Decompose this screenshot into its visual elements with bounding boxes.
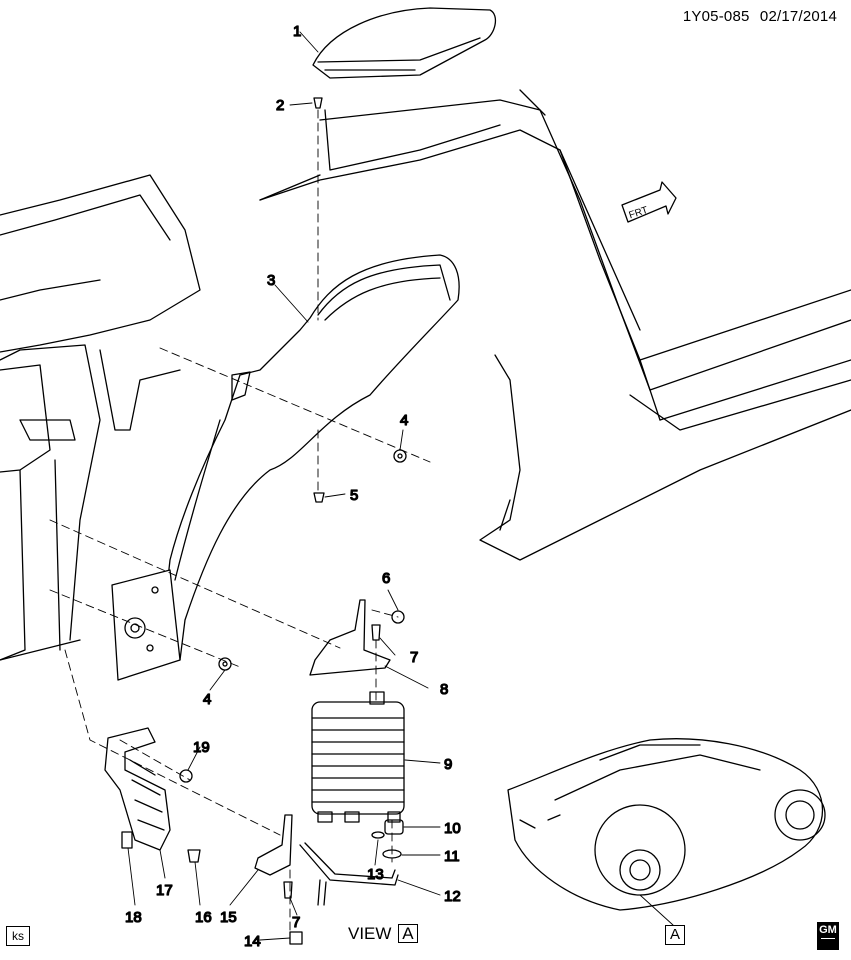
callout-12: 12	[444, 888, 461, 905]
part-5-clip	[313, 492, 325, 503]
part-2-clip	[313, 97, 323, 109]
part-6-nut	[391, 610, 405, 624]
part-7-bolt-lower	[283, 881, 293, 899]
part-3-air-duct	[159, 254, 460, 661]
brand-logo: GM	[817, 922, 839, 950]
callout-3: 3	[267, 272, 275, 289]
brand-text: GM	[819, 924, 837, 936]
callout-11: 11	[444, 848, 460, 865]
view-label-text: VIEW	[348, 924, 392, 943]
front-direction-arrow: FRT	[621, 181, 677, 223]
callout-1: 1	[293, 23, 301, 40]
drawing-date: 02/17/2014	[759, 8, 837, 25]
callout-9: 9	[444, 756, 452, 773]
callout-4-lower: 4	[203, 691, 211, 708]
duct-lower-plate	[111, 569, 181, 681]
part-10-seal	[384, 819, 404, 835]
callout-19: 19	[193, 739, 210, 756]
part-14-bolt	[289, 931, 303, 945]
view-letter-box: A	[398, 924, 418, 943]
callout-6: 6	[382, 570, 390, 587]
callout-7-upper: 7	[410, 649, 418, 666]
part-15-bracket	[254, 814, 293, 876]
vehicle-body-left	[0, 174, 201, 661]
callout-15: 15	[220, 909, 237, 926]
drafter-tag: ks	[6, 926, 30, 946]
callout-5: 5	[350, 487, 358, 504]
callout-14: 14	[244, 933, 261, 950]
callout-7-lower: 7	[292, 914, 300, 931]
detail-letter-box: A	[665, 925, 685, 945]
callout-17: 17	[156, 882, 173, 899]
part-16-clip	[187, 849, 201, 863]
callout-4-upper: 4	[400, 412, 408, 429]
vehicle-body-right	[259, 89, 851, 561]
callout-18: 18	[125, 909, 142, 926]
part-7-bolt-upper	[371, 624, 381, 641]
view-label: VIEW A	[348, 924, 418, 944]
part-9-cooler	[311, 691, 405, 823]
callout-10: 10	[444, 820, 461, 837]
callout-8: 8	[440, 681, 448, 698]
leader-lines	[127, 31, 674, 941]
part-17-mount	[104, 727, 171, 851]
brand-bar	[821, 938, 835, 939]
part-4-nut-lower	[218, 657, 232, 671]
part-8-bracket	[309, 599, 391, 676]
detail-vehicle	[507, 738, 826, 911]
drawing-id: 1Y05-085	[682, 8, 750, 25]
callout-13: 13	[367, 866, 384, 883]
part-18-fastener	[121, 831, 133, 849]
drawing-header: 1Y05-085 02/17/2014	[677, 8, 837, 25]
callout-16: 16	[195, 909, 212, 926]
part-12-pipe	[299, 842, 399, 906]
part-19-nut	[179, 769, 193, 783]
callout-2: 2	[276, 97, 284, 114]
assembly-lines	[49, 109, 431, 936]
part-4-nut-upper	[393, 449, 407, 463]
part-1-cover	[312, 7, 497, 79]
part-13-clip	[371, 831, 385, 839]
